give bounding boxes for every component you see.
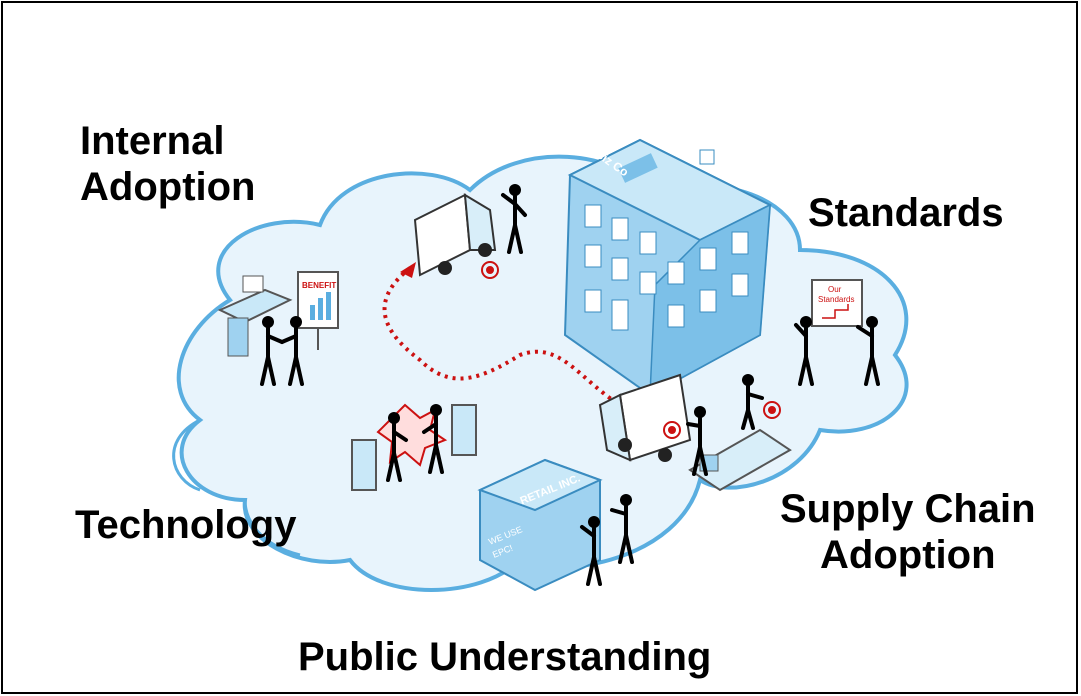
label-standards: Standards: [808, 191, 1004, 235]
person-icon: [386, 412, 408, 482]
label-supply-chain-adoption: Supply Chain Adoption: [780, 486, 1036, 578]
standards-board-line2: Standards: [818, 295, 854, 304]
route-arrow-icon: [400, 262, 416, 278]
office-building: MyBiz Co: [563, 137, 773, 397]
standards-board-line1: Our: [828, 285, 842, 294]
person-icon: [580, 516, 602, 586]
label-internal-adoption: Internal Adoption: [80, 118, 256, 210]
label-technology: Technology: [75, 503, 297, 547]
label-supply-line2: Adoption: [820, 533, 996, 577]
people-silhouettes: [260, 184, 880, 586]
person-icon: [741, 374, 764, 430]
standards-board: Our Standards: [811, 279, 863, 327]
label-public-understanding: Public Understanding: [298, 635, 712, 679]
rfid-tag-icons: [481, 261, 781, 439]
person-icon: [686, 406, 708, 476]
person-icon: [260, 316, 284, 386]
person-icon: [794, 316, 814, 386]
delivery-truck-top: [413, 193, 497, 277]
benefit-presentation-board: BENEFIT: [297, 271, 339, 350]
benefit-sign: BENEFIT: [302, 281, 336, 290]
person-icon: [610, 494, 634, 564]
label-internal-line1: Internal: [80, 119, 225, 163]
label-supply-line1: Supply Chain: [780, 487, 1036, 531]
retail-store: RETAIL INC. WE USE EPC!: [477, 458, 603, 592]
person-icon: [856, 316, 880, 386]
person-icon: [422, 404, 444, 474]
office-desk: [217, 275, 293, 357]
person-icon: [501, 184, 527, 254]
label-internal-line2: Adoption: [80, 165, 256, 209]
person-icon: [280, 316, 304, 386]
